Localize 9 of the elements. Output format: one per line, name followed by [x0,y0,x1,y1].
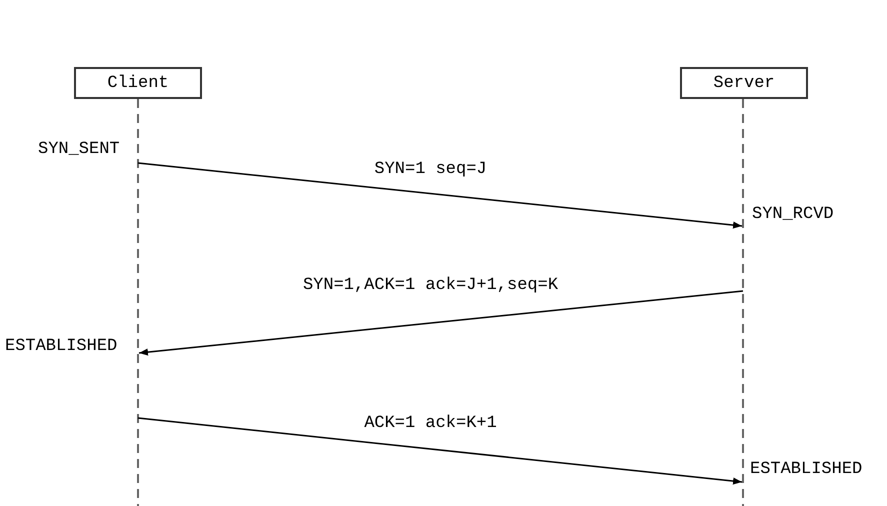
state-label: ESTABLISHED [5,337,118,357]
message-arrow [138,290,744,356]
state-label: ESTABLISHED [750,460,862,480]
message-arrow [138,162,742,229]
participant-box: Server [680,67,808,99]
participant-box: Client [74,67,202,99]
message-arrow [138,417,742,485]
state-label: SYN_SENT [38,140,120,160]
state-label: SYN_RCVD [752,205,834,225]
